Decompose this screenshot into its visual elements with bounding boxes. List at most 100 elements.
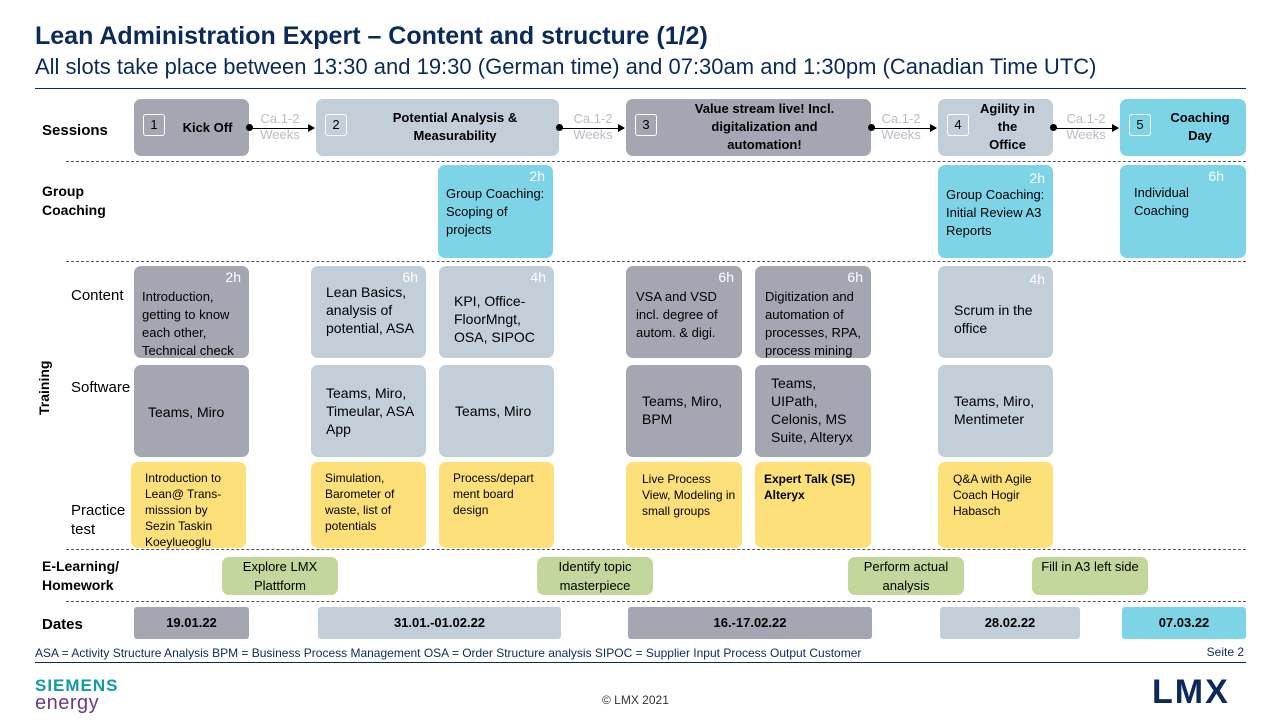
- elearning-box: Explore LMX Plattform: [222, 557, 338, 595]
- individual-coaching-box: 6h Individual Coaching: [1120, 165, 1246, 258]
- row-label-group-coaching: Group Coaching: [42, 182, 106, 220]
- weeks-label-line1: Ca.1-2: [1066, 111, 1106, 126]
- arrow-connector: [556, 123, 625, 132]
- date-session-2: 31.01.-01.02.22: [318, 607, 561, 639]
- row-label-content: Content: [71, 287, 124, 304]
- page-subtitle: All slots take place between 13:30 and 1…: [35, 54, 1097, 79]
- hours-badge: 2h: [529, 168, 545, 184]
- session-5: 5 Coaching Day: [1120, 99, 1246, 156]
- content-text: KPI, Office-FloorMngt, OSA, SIPOC: [454, 293, 535, 345]
- content-box: 2h Introduction, getting to know each ot…: [134, 266, 249, 358]
- content-text: Scrum in the office: [954, 302, 1033, 336]
- hours-badge: 6h: [718, 269, 734, 285]
- weeks-label-line1: Ca.1-2: [881, 111, 921, 126]
- row-label-practice-line1: Practice: [71, 502, 126, 519]
- content-box: 6h VSA and VSD incl. degree of autom. & …: [626, 266, 742, 358]
- software-text: Teams, Miro, Timeular, ASA App: [326, 385, 414, 437]
- page-title: Lean Administration Expert – Content and…: [35, 22, 708, 50]
- software-box: Teams, Miro, Mentimeter: [938, 365, 1053, 457]
- row-label-sessions: Sessions: [42, 122, 108, 139]
- copyright: © LMX 2021: [602, 693, 669, 707]
- row-label-elearning: E-Learning/ Homework: [42, 557, 119, 595]
- row-separator: [66, 161, 1246, 162]
- row-label-practice: Practice test: [71, 501, 125, 539]
- row-separator: [66, 601, 1246, 602]
- row-label-elearning-line2: Homework: [42, 577, 114, 593]
- practice-text: Live Process View, Modeling in small gro…: [642, 472, 736, 518]
- practice-box: Process/depart ment board design: [439, 462, 554, 548]
- practice-box: Simulation, Barometer of waste, list of …: [311, 462, 426, 548]
- group-coaching-box: 2h Group Coaching: Scoping of projects: [438, 165, 553, 258]
- arrow-connector: [246, 123, 315, 132]
- practice-box: Live Process View, Modeling in small gro…: [626, 462, 742, 548]
- session-4: 4 Agility in the Office: [938, 99, 1053, 156]
- lmx-logo: LMX: [1152, 673, 1230, 711]
- weeks-label-line1: Ca.1-2: [573, 111, 613, 126]
- practice-text: Introduction to Lean@ Trans-misssion by …: [145, 471, 222, 549]
- session-number: 2: [325, 114, 347, 136]
- hours-badge: 6h: [847, 269, 863, 285]
- software-text: Teams, Miro, Mentimeter: [954, 393, 1035, 427]
- date-session-5: 07.03.22: [1122, 607, 1246, 639]
- session-title: Coaching Day: [1170, 110, 1230, 143]
- content-box: 4h KPI, Office-FloorMngt, OSA, SIPOC: [439, 266, 554, 358]
- practice-text: Process/depart ment board design: [453, 471, 534, 517]
- row-label-group-coaching-line1: Group: [42, 183, 84, 199]
- software-text: Teams, Miro: [148, 404, 225, 420]
- practice-box: Expert Talk (SE) Alteryx: [755, 462, 871, 548]
- group-coaching-text: Group Coaching: Initial Review A3 Report…: [946, 187, 1045, 238]
- weeks-label-line2: Weeks: [260, 127, 300, 142]
- content-text: Lean Basics, analysis of potential, ASA: [326, 284, 414, 336]
- row-label-training: Training: [36, 360, 52, 415]
- session-3: 3 Value stream live! Incl. digitalizatio…: [626, 99, 871, 156]
- energy-logo: energy: [35, 692, 100, 714]
- elearning-text: Explore LMX Plattform: [242, 559, 318, 593]
- software-text: Teams, Miro, BPM: [642, 393, 723, 427]
- elearning-box: Identify topic masterpiece: [537, 557, 653, 595]
- elearning-box: Fill in A3 left side: [1032, 557, 1148, 595]
- row-label-group-coaching-line2: Coaching: [42, 202, 106, 218]
- content-text: Digitization and automation of processes…: [765, 289, 861, 358]
- practice-text: Expert Talk (SE) Alteryx: [764, 472, 856, 502]
- arrow-connector: [1050, 123, 1119, 132]
- siemens-logo: SIEMENS: [35, 676, 119, 695]
- row-label-software: Software: [71, 379, 131, 396]
- session-title: Value stream live! Incl. digitalization …: [694, 101, 835, 152]
- hours-badge: 4h: [1029, 271, 1045, 287]
- elearning-box: Perform actual analysis: [848, 557, 964, 595]
- elearning-text: Identify topic masterpiece: [558, 559, 632, 593]
- row-separator: [66, 549, 1246, 550]
- hours-badge: 6h: [402, 269, 418, 285]
- date-session-3: 16.-17.02.22: [628, 607, 872, 639]
- practice-box: Q&A with Agile Coach Hogir Habasch: [938, 462, 1053, 548]
- elearning-text: Perform actual analysis: [863, 559, 949, 593]
- session-1: 1 Kick Off: [134, 99, 249, 156]
- software-box: Teams, Miro, Timeular, ASA App: [311, 365, 426, 457]
- software-box: Teams, UIPath, Celonis, MS Suite, Altery…: [755, 365, 871, 457]
- practice-box: Introduction to Lean@ Trans-misssion by …: [131, 462, 246, 549]
- content-text: Introduction, getting to know each other…: [142, 289, 234, 358]
- abbreviations-legend: ASA = Activity Structure Analysis BPM = …: [35, 646, 862, 660]
- footer-divider: [35, 662, 1246, 663]
- session-title: Potential Analysis & Measurability: [392, 110, 518, 143]
- session-title: Agility in the Office: [980, 101, 1035, 152]
- content-box: 4h Scrum in the office: [938, 266, 1053, 358]
- row-label-dates: Dates: [42, 616, 83, 633]
- date-session-4: 28.02.22: [940, 607, 1080, 639]
- software-box: Teams, Miro, BPM: [626, 365, 742, 457]
- group-coaching-text: Individual Coaching: [1134, 185, 1189, 218]
- row-label-practice-line2: test: [71, 521, 96, 538]
- row-separator: [66, 261, 1246, 262]
- software-box: Teams, Miro: [134, 365, 249, 457]
- arrow-connector: [868, 123, 937, 132]
- session-number: 5: [1129, 114, 1151, 136]
- hours-badge: 2h: [225, 269, 241, 285]
- session-title: Kick Off: [182, 120, 233, 135]
- practice-text: Simulation, Barometer of waste, list of …: [325, 471, 395, 533]
- elearning-text: Fill in A3 left side: [1041, 559, 1139, 574]
- title-divider: [35, 88, 1246, 89]
